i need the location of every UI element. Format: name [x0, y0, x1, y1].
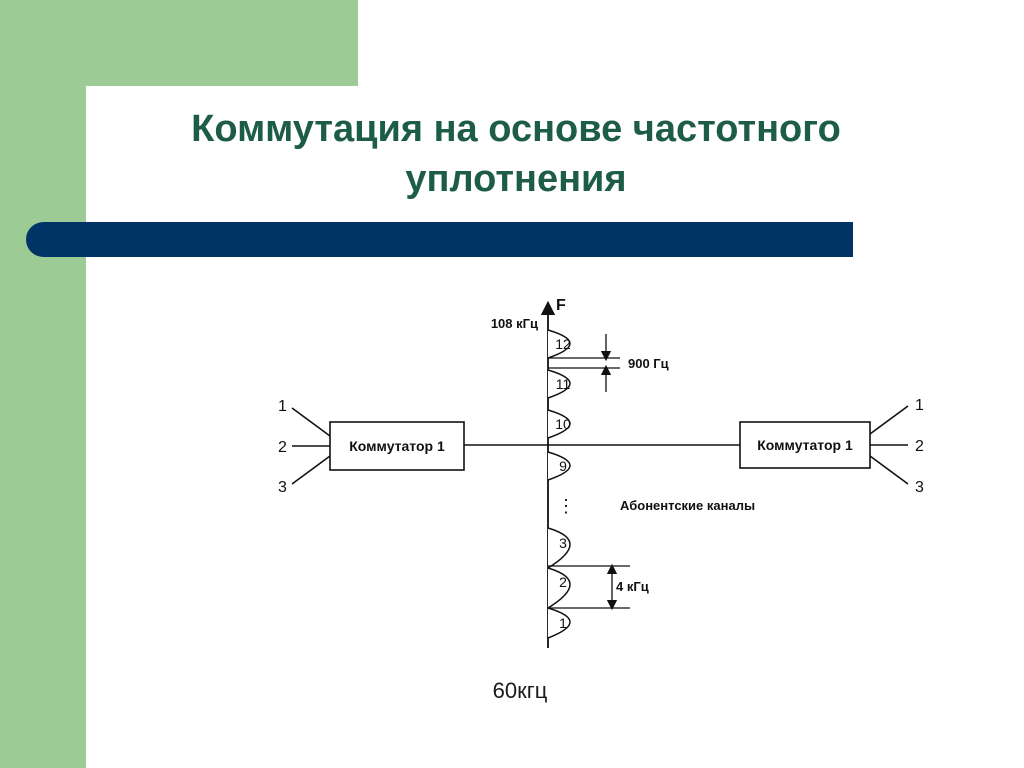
slide-title: Коммутация на основе частотного уплотнен… [86, 104, 946, 204]
green-top-panel [0, 0, 358, 86]
channel-width-marker [548, 563, 630, 611]
channel-ellipsis: ⋮ [557, 496, 575, 516]
left-line-label-2: 2 [278, 439, 287, 456]
green-side-panel [0, 0, 86, 768]
channels-caption: Абонентские каналы [620, 498, 755, 513]
channel-width-label: 4 кГц [616, 579, 649, 594]
channel-lobe-12 [547, 329, 571, 359]
left-input-lines [291, 407, 331, 485]
channel-label-10: 10 [555, 416, 571, 432]
channel-label-9: 9 [559, 458, 567, 474]
axis-label-f: F [556, 297, 566, 314]
channel-lobe-3 [547, 527, 571, 569]
spacing-marker [548, 334, 620, 392]
right-switch-label: Коммутатор 1 [757, 437, 853, 453]
left-switch-label: Коммутатор 1 [349, 438, 445, 454]
rounded-content-corner [86, 86, 166, 166]
right-line-1 [869, 405, 909, 435]
channel-label-3: 3 [559, 535, 567, 551]
channel-lobe-2 [547, 567, 571, 609]
left-line-1 [291, 407, 331, 437]
title-underline-bar [26, 222, 853, 257]
channel-lobe-1 [547, 607, 571, 639]
left-switch-box [329, 421, 465, 471]
right-line-label-1: 1 [915, 397, 924, 414]
channel-lobe-11 [547, 369, 571, 399]
title-line-2: уплотнения [405, 158, 627, 200]
title-line-1: Коммутация на основе частотного [191, 108, 841, 150]
channel-label-2: 2 [559, 574, 567, 590]
channel-label-12: 12 [555, 336, 571, 352]
top-frequency-label: 108 кГц [491, 316, 538, 331]
fdm-diagram: 1 2 3 Коммутатор 1 Коммутатор 1 1 2 3 F … [278, 297, 924, 648]
right-line-3 [869, 455, 909, 485]
channel-lobe-10 [547, 409, 571, 439]
right-output-lines [869, 405, 909, 485]
spacing-label: 900 Гц [628, 356, 669, 371]
right-line-label-3: 3 [915, 479, 924, 496]
right-line-label-2: 2 [915, 438, 924, 455]
left-line-label-1: 1 [278, 398, 287, 415]
channel-label-11: 11 [556, 376, 571, 392]
channel-label-1: 1 [559, 615, 567, 631]
channel-lobe-9 [547, 451, 571, 481]
channel-lobes [547, 329, 571, 639]
left-line-3 [291, 455, 331, 485]
left-line-label-3: 3 [278, 479, 287, 496]
right-switch-box [739, 421, 871, 469]
bottom-frequency-label: 60кгц [492, 678, 548, 703]
